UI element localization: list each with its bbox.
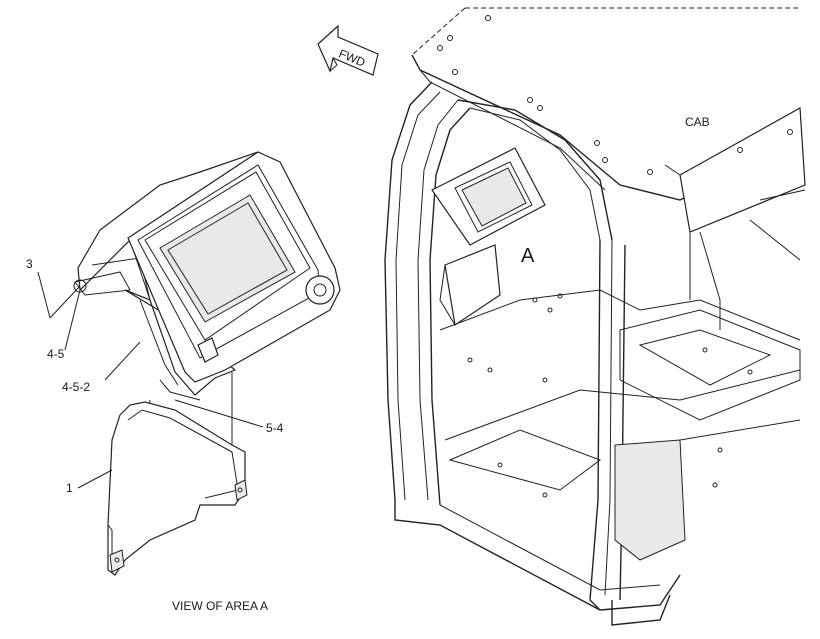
part-label-4-5-2: 4-5-2 [62, 380, 90, 394]
cab-label: CAB [685, 115, 710, 129]
cover-plate [107, 401, 248, 576]
view-caption: VIEW OF AREA A [172, 599, 268, 613]
monitor-detail [73, 151, 341, 445]
cab-monitor [431, 147, 546, 327]
part-label-1: 1 [66, 481, 73, 495]
fwd-arrow-icon: FWD [317, 24, 379, 76]
part-label-3: 3 [26, 257, 33, 271]
leader-lines [37, 271, 264, 489]
part-label-5-4: 5-4 [266, 421, 284, 435]
part-label-4-5: 4-5 [47, 347, 65, 361]
cab-assembly: A CAB [384, 7, 806, 626]
area-a-label: A [521, 245, 535, 267]
